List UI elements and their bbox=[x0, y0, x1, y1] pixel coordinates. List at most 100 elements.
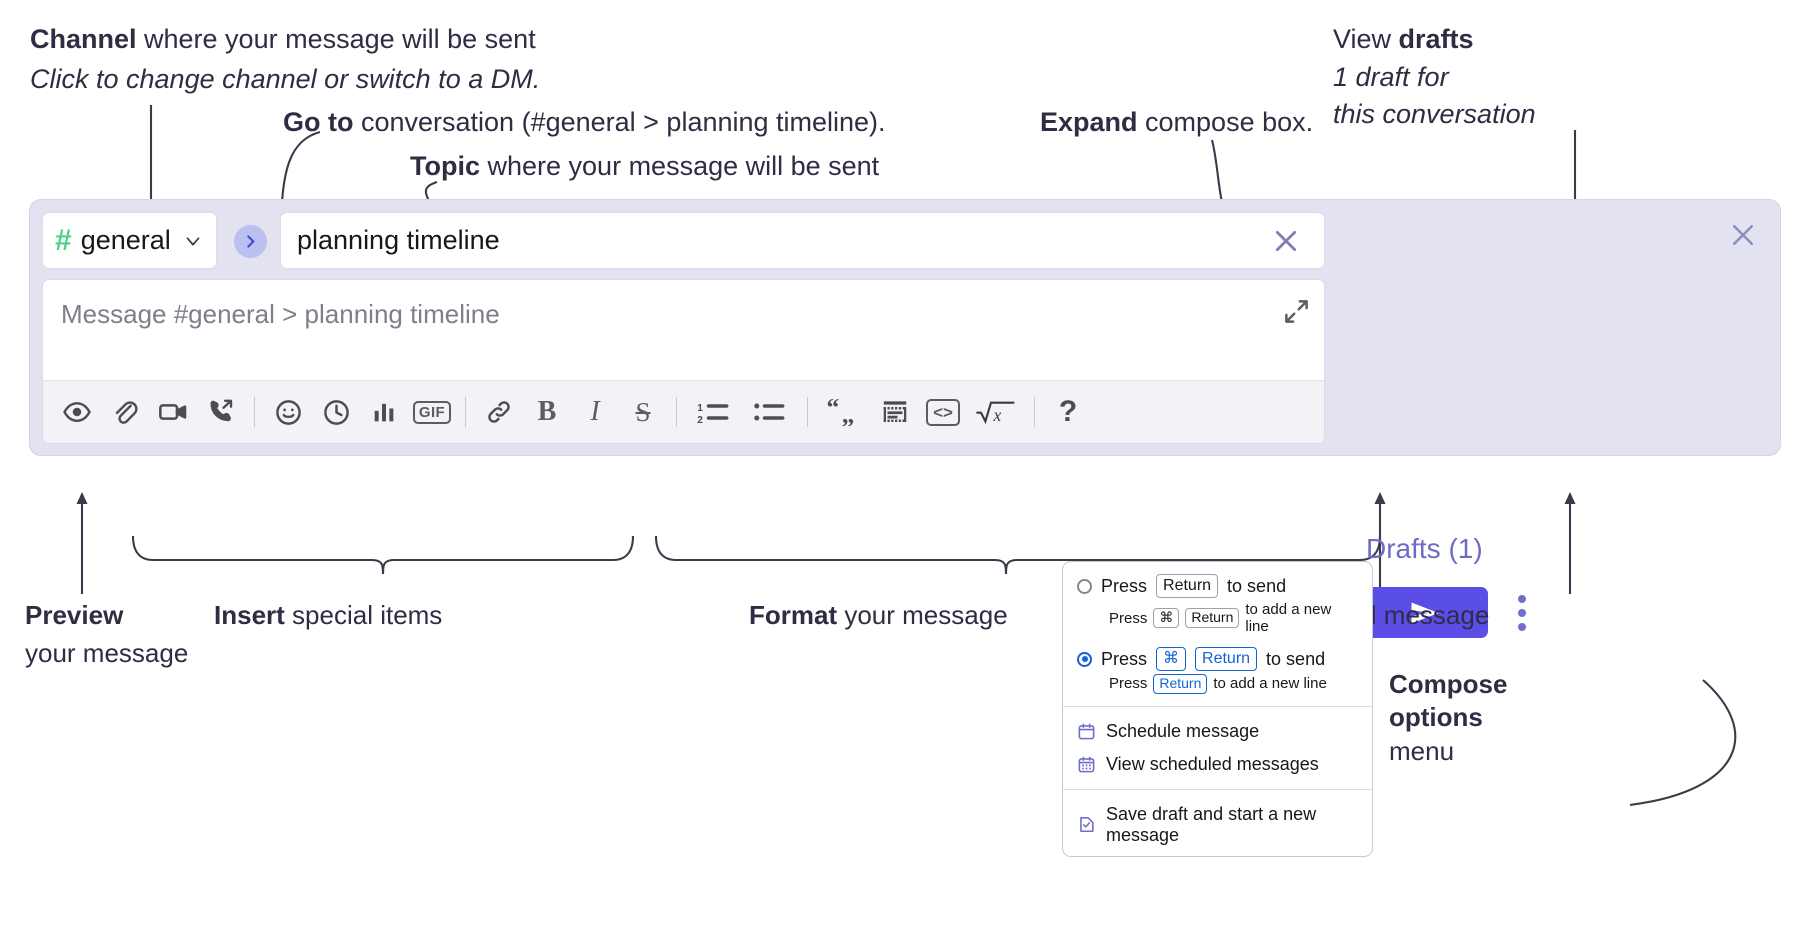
annotation-topic-rest: where your message will be sent bbox=[480, 151, 880, 181]
channel-picker[interactable]: # general bbox=[42, 212, 217, 269]
send-mode-subtext: Press ⌘ Return to add a new line bbox=[1063, 600, 1372, 639]
sub-press-label: Press bbox=[1109, 609, 1148, 627]
menu-item-view-scheduled-messages[interactable]: View scheduled messages bbox=[1063, 748, 1372, 781]
gif-label: GIF bbox=[412, 400, 452, 424]
svg-text:“: “ bbox=[827, 398, 840, 422]
inline-code-icon[interactable]: <> bbox=[919, 388, 967, 436]
strikethrough-icon[interactable]: S bbox=[619, 388, 667, 436]
bulleted-list-icon[interactable] bbox=[742, 388, 798, 436]
annotation-insert-rest: special items bbox=[284, 600, 443, 630]
svg-text:„: „ bbox=[842, 400, 855, 427]
menu-item-schedule-message[interactable]: Schedule message bbox=[1063, 715, 1372, 748]
help-icon[interactable]: ? bbox=[1044, 388, 1092, 436]
attachment-icon[interactable] bbox=[101, 388, 149, 436]
annotation-format-rest: your message bbox=[837, 600, 1008, 630]
preview-icon[interactable] bbox=[53, 388, 101, 436]
clock-icon-glyph bbox=[323, 399, 349, 425]
annotation-compose-options: Compose options menu bbox=[1389, 668, 1507, 768]
radio-unselected[interactable] bbox=[1077, 578, 1092, 594]
radio-selected[interactable] bbox=[1077, 651, 1092, 667]
eye-icon bbox=[63, 402, 91, 422]
formatting-toolbar: GIF B I S bbox=[43, 380, 1324, 443]
sub-suffix: to add a new line bbox=[1213, 675, 1327, 693]
link-icon[interactable] bbox=[475, 388, 523, 436]
video-icon[interactable] bbox=[149, 388, 197, 436]
close-icon bbox=[1275, 230, 1297, 251]
annotation-expand: Expand compose box. bbox=[1040, 105, 1313, 141]
menu-divider bbox=[1063, 705, 1372, 707]
svg-text:x: x bbox=[993, 405, 1002, 425]
compose-inner: # general planning timeline M bbox=[42, 212, 1325, 444]
phone-arrow-icon bbox=[210, 399, 233, 422]
annotation-channel-sub: Click to change channel or switch to a D… bbox=[30, 63, 541, 94]
emoji-icon[interactable] bbox=[264, 388, 312, 436]
chain-link-icon bbox=[488, 401, 510, 423]
send-mode-option[interactable]: Press Return to send bbox=[1063, 572, 1372, 600]
menu-item-save-draft[interactable]: Save draft and start a new message bbox=[1063, 798, 1372, 852]
compose-options-button[interactable] bbox=[1507, 592, 1537, 634]
bold-icon[interactable]: B bbox=[523, 388, 571, 436]
italic-icon[interactable]: I bbox=[571, 388, 619, 436]
svg-text:2: 2 bbox=[697, 415, 703, 426]
svg-text:1: 1 bbox=[697, 403, 703, 414]
key-return: Return bbox=[1195, 647, 1258, 671]
bar-chart-icon bbox=[374, 403, 394, 422]
key-command: ⌘ bbox=[1156, 647, 1187, 671]
expand-compose-button[interactable] bbox=[1283, 298, 1310, 325]
calendar-schedule-icon bbox=[1077, 722, 1096, 741]
latex-icon[interactable]: x bbox=[967, 388, 1025, 436]
panel-close-button[interactable] bbox=[1728, 220, 1758, 250]
annotation-format: Format your message bbox=[749, 598, 1008, 632]
clock-icon[interactable] bbox=[312, 388, 360, 436]
key-return: Return bbox=[1156, 574, 1219, 598]
ordered-list-icon[interactable]: 1 2 bbox=[686, 388, 742, 436]
video-camera-icon bbox=[159, 404, 187, 420]
chevron-right-icon bbox=[247, 235, 255, 248]
topic-clear-button[interactable] bbox=[1270, 225, 1308, 257]
goto-conversation-button[interactable] bbox=[234, 225, 267, 258]
key-return: Return bbox=[1153, 674, 1208, 694]
send-button[interactable] bbox=[1362, 587, 1488, 638]
toolbar-separator bbox=[807, 397, 808, 427]
toolbar-separator bbox=[254, 397, 255, 427]
annotation-compose-options-bold1: Compose bbox=[1389, 669, 1508, 699]
quote-marks-icon: “ „ bbox=[827, 398, 855, 427]
annotation-insert-bold: Insert bbox=[214, 600, 285, 630]
blockquote-icon[interactable]: “ „ bbox=[817, 388, 871, 436]
drafts-link[interactable]: Drafts (1) bbox=[1366, 533, 1483, 564]
paperclip-icon bbox=[115, 401, 138, 424]
audio-call-icon[interactable] bbox=[197, 388, 245, 436]
annotation-topic-bold: Topic bbox=[410, 151, 480, 181]
annotation-compose-options-rest: menu bbox=[1389, 735, 1455, 766]
send-paper-plane-icon bbox=[1411, 602, 1439, 623]
send-mode-suffix: to send bbox=[1227, 575, 1287, 596]
sub-press-label: Press bbox=[1109, 675, 1148, 693]
sub-suffix: to add a new line bbox=[1245, 601, 1332, 635]
send-mode-option[interactable]: Press ⌘ Return to send bbox=[1063, 645, 1372, 673]
channel-name: general bbox=[80, 225, 171, 255]
expand-arrows-icon bbox=[1285, 300, 1308, 323]
topic-field[interactable]: planning timeline bbox=[280, 212, 1325, 269]
vertical-ellipsis-dot bbox=[1518, 609, 1526, 617]
gif-icon[interactable]: GIF bbox=[408, 388, 456, 436]
poll-icon[interactable] bbox=[360, 388, 408, 436]
send-mode-press-label: Press bbox=[1101, 648, 1148, 669]
annotation-drafts-sub1: 1 draft for bbox=[1333, 61, 1449, 92]
annotation-goto-bold: Go to bbox=[283, 107, 354, 137]
code-block-glyph bbox=[883, 401, 907, 422]
annotation-channel-bold: Channel bbox=[30, 24, 137, 54]
annotation-preview-bold: Preview bbox=[25, 600, 124, 630]
annotation-format-bold: Format bbox=[749, 600, 838, 630]
annotation-goto-rest: conversation (#general > planning timeli… bbox=[353, 107, 886, 137]
key-return: Return bbox=[1185, 608, 1240, 628]
annotation-expand-bold: Expand bbox=[1040, 107, 1138, 137]
topic-value: planning timeline bbox=[297, 225, 500, 255]
menu-item-label: Schedule message bbox=[1106, 720, 1260, 741]
code-block-icon[interactable] bbox=[871, 388, 919, 436]
annotation-channel-rest: where your message will be sent bbox=[136, 24, 536, 54]
inline-code-glyph: <> bbox=[926, 398, 960, 426]
annotation-drafts-sub2: this conversation bbox=[1333, 99, 1536, 130]
message-input-box[interactable]: Message #general > planning timeline bbox=[42, 279, 1325, 444]
